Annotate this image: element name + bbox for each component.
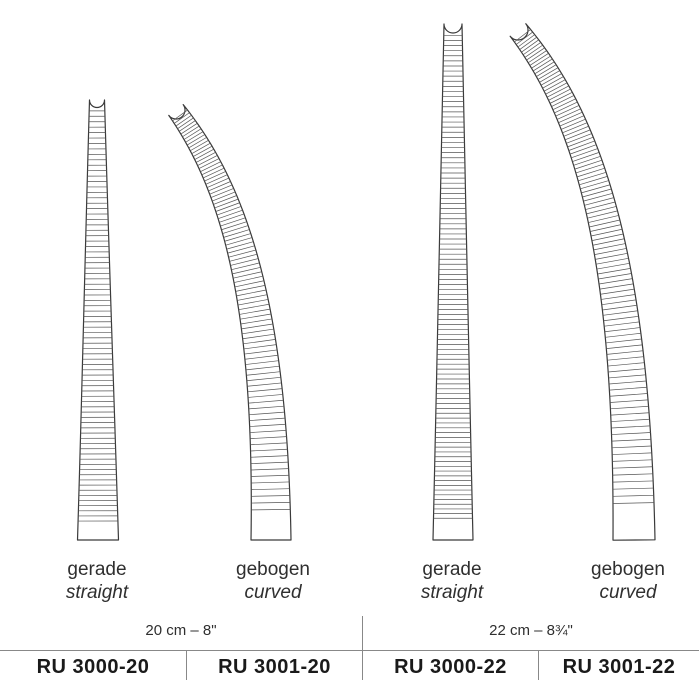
- label-german: gebogen: [591, 559, 665, 580]
- label-english: straight: [420, 582, 484, 603]
- label-german: gerade: [422, 559, 482, 580]
- article-code-ru3000-20: RU 3000-20: [36, 656, 150, 678]
- code-divider: [362, 651, 363, 680]
- article-code-ru3000-22: RU 3000-22: [394, 656, 507, 678]
- label-curved-20: gebogen curved: [193, 558, 353, 604]
- label-curved-22: gebogen curved: [548, 558, 699, 604]
- size-22cm: 22 cm – 8¾": [489, 622, 573, 639]
- code-divider: [186, 651, 187, 680]
- instrument-drawings: [76, 23, 656, 541]
- straight-22cm-jaw-drawing: [432, 23, 474, 541]
- label-english: curved: [599, 582, 657, 603]
- curved-20cm-jaw-drawing: [168, 104, 292, 541]
- label-english: curved: [244, 582, 302, 603]
- label-straight-22: gerade straight: [372, 558, 532, 604]
- curved-22cm-jaw-drawing: [509, 23, 656, 541]
- article-code-ru3001-20: RU 3001-20: [218, 656, 331, 678]
- table-rule: [0, 650, 699, 651]
- straight-20cm-jaw-drawing: [76, 99, 120, 541]
- code-divider: [538, 651, 539, 680]
- article-code-ru3001-22: RU 3001-22: [562, 656, 676, 678]
- label-german: gebogen: [236, 559, 310, 580]
- size-divider: [362, 616, 363, 650]
- label-german: gerade: [67, 559, 127, 580]
- size-20cm: 20 cm – 8": [145, 622, 217, 639]
- label-straight-20: gerade straight: [17, 558, 177, 604]
- label-english: straight: [65, 582, 129, 603]
